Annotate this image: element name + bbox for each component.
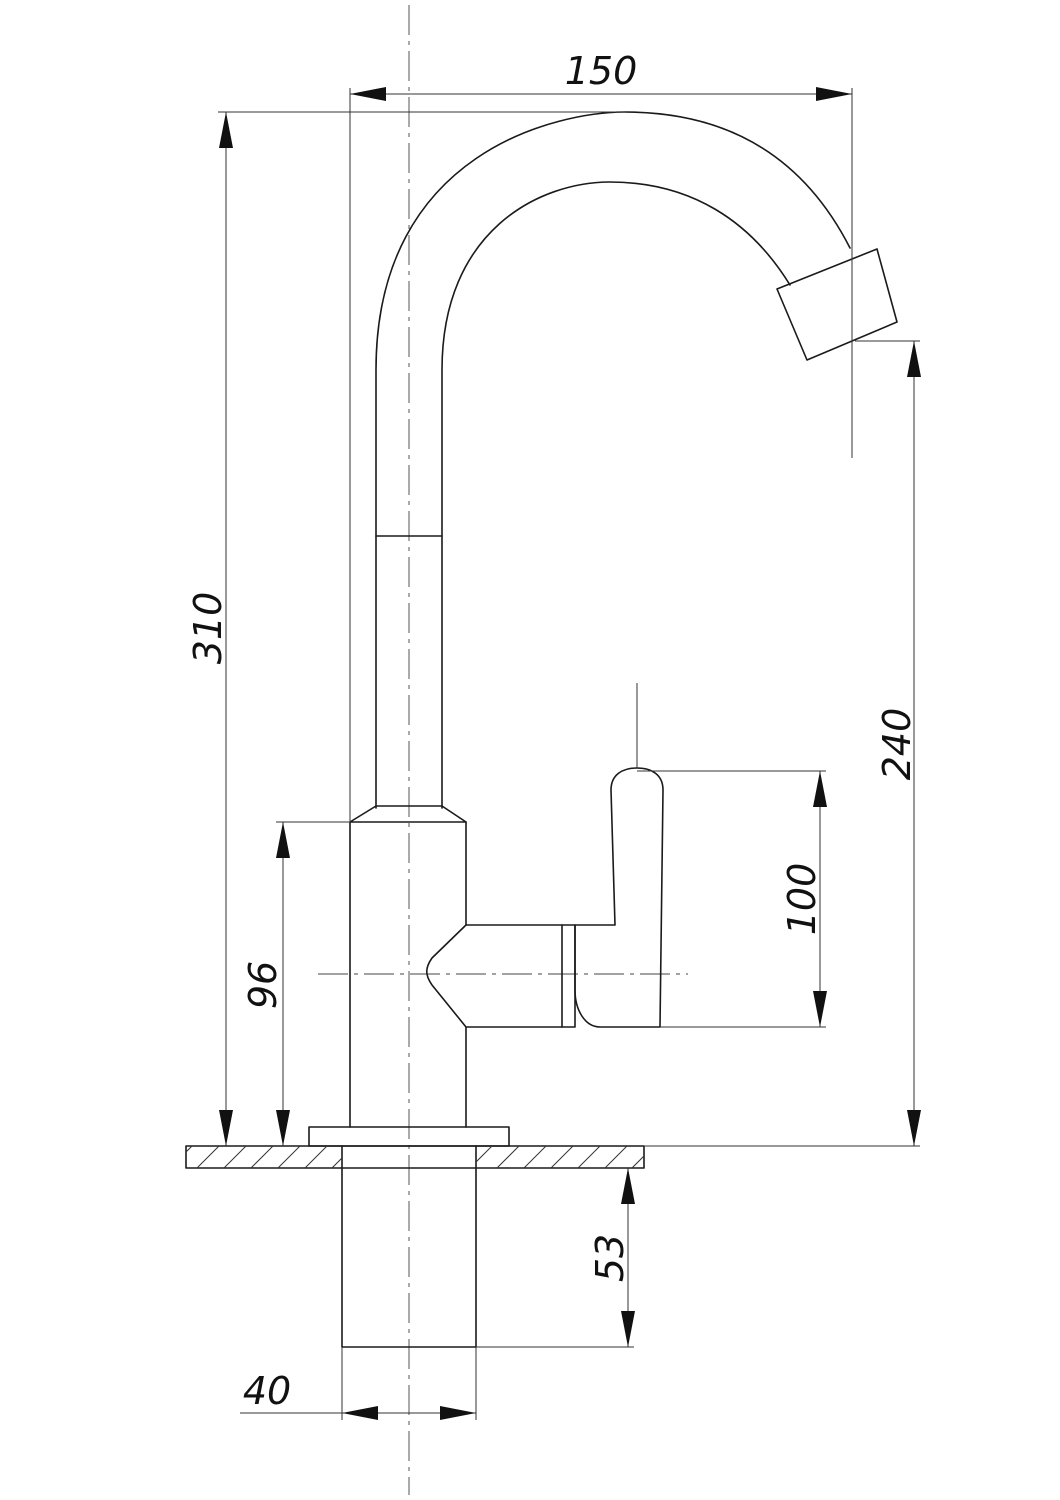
- dimension-53: 53: [476, 1168, 635, 1348]
- dimension-150: 150: [349, 49, 853, 822]
- body: [349, 821, 467, 1128]
- spout-outer: [375, 111, 851, 809]
- slab-hatching: [186, 1146, 644, 1168]
- dimension-100: 100: [636, 683, 827, 1028]
- dimension-label-100: 100: [780, 863, 824, 936]
- countertop-slab: [185, 1145, 645, 1169]
- faucet-outline: [185, 111, 898, 1348]
- aerator: [776, 248, 898, 361]
- dimension-label-150: 150: [565, 49, 638, 93]
- shank: [341, 1145, 477, 1348]
- dimension-label-40: 40: [243, 1369, 291, 1413]
- dimension-310: 310: [186, 111, 625, 1146]
- dimension-240: 240: [644, 340, 921, 1147]
- neck-collar: [349, 805, 467, 823]
- dimension-label-310: 310: [186, 592, 230, 665]
- dimension-96: 96: [241, 821, 350, 1146]
- dimension-label-240: 240: [875, 708, 919, 781]
- dimension-label-53: 53: [588, 1234, 632, 1282]
- spout-inner: [441, 181, 791, 809]
- dimension-40: 40: [240, 1347, 477, 1420]
- dimension-label-96: 96: [241, 961, 285, 1009]
- lever-housing: [425, 924, 576, 1028]
- handle-lever: [574, 767, 664, 1028]
